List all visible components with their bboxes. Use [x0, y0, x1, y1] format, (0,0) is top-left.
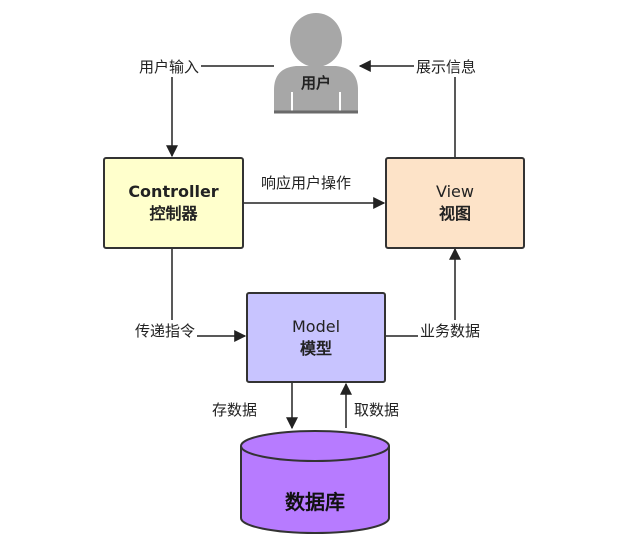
label-respond-user-action: 响应用户操作	[261, 174, 352, 192]
label-show-info: 展示信息	[414, 56, 479, 77]
label-fetch-data: 取数据	[352, 399, 402, 420]
controller-subtitle: 控制器	[149, 204, 198, 223]
label-user-input: 用户输入	[137, 56, 202, 77]
controller-box: Controller 控制器	[103, 157, 244, 249]
user-icon	[274, 13, 358, 114]
edge-show-info	[358, 60, 456, 157]
edge-user-input	[166, 65, 274, 158]
model-box: Model 模型	[246, 292, 386, 383]
view-box: View 视图	[385, 157, 525, 249]
label-pass-command: 传递指令	[133, 320, 198, 341]
model-subtitle: 模型	[299, 338, 332, 358]
user-label: 用户	[300, 74, 331, 92]
database-cylinder	[240, 430, 390, 534]
database-label: 数据库	[285, 490, 345, 514]
label-business-data: 业务数据	[418, 320, 483, 341]
label-store-data: 存数据	[210, 399, 260, 420]
model-title: Model	[291, 316, 341, 336]
view-subtitle: 视图	[438, 204, 471, 223]
view-title: View	[436, 182, 474, 201]
controller-title: Controller	[128, 182, 219, 201]
